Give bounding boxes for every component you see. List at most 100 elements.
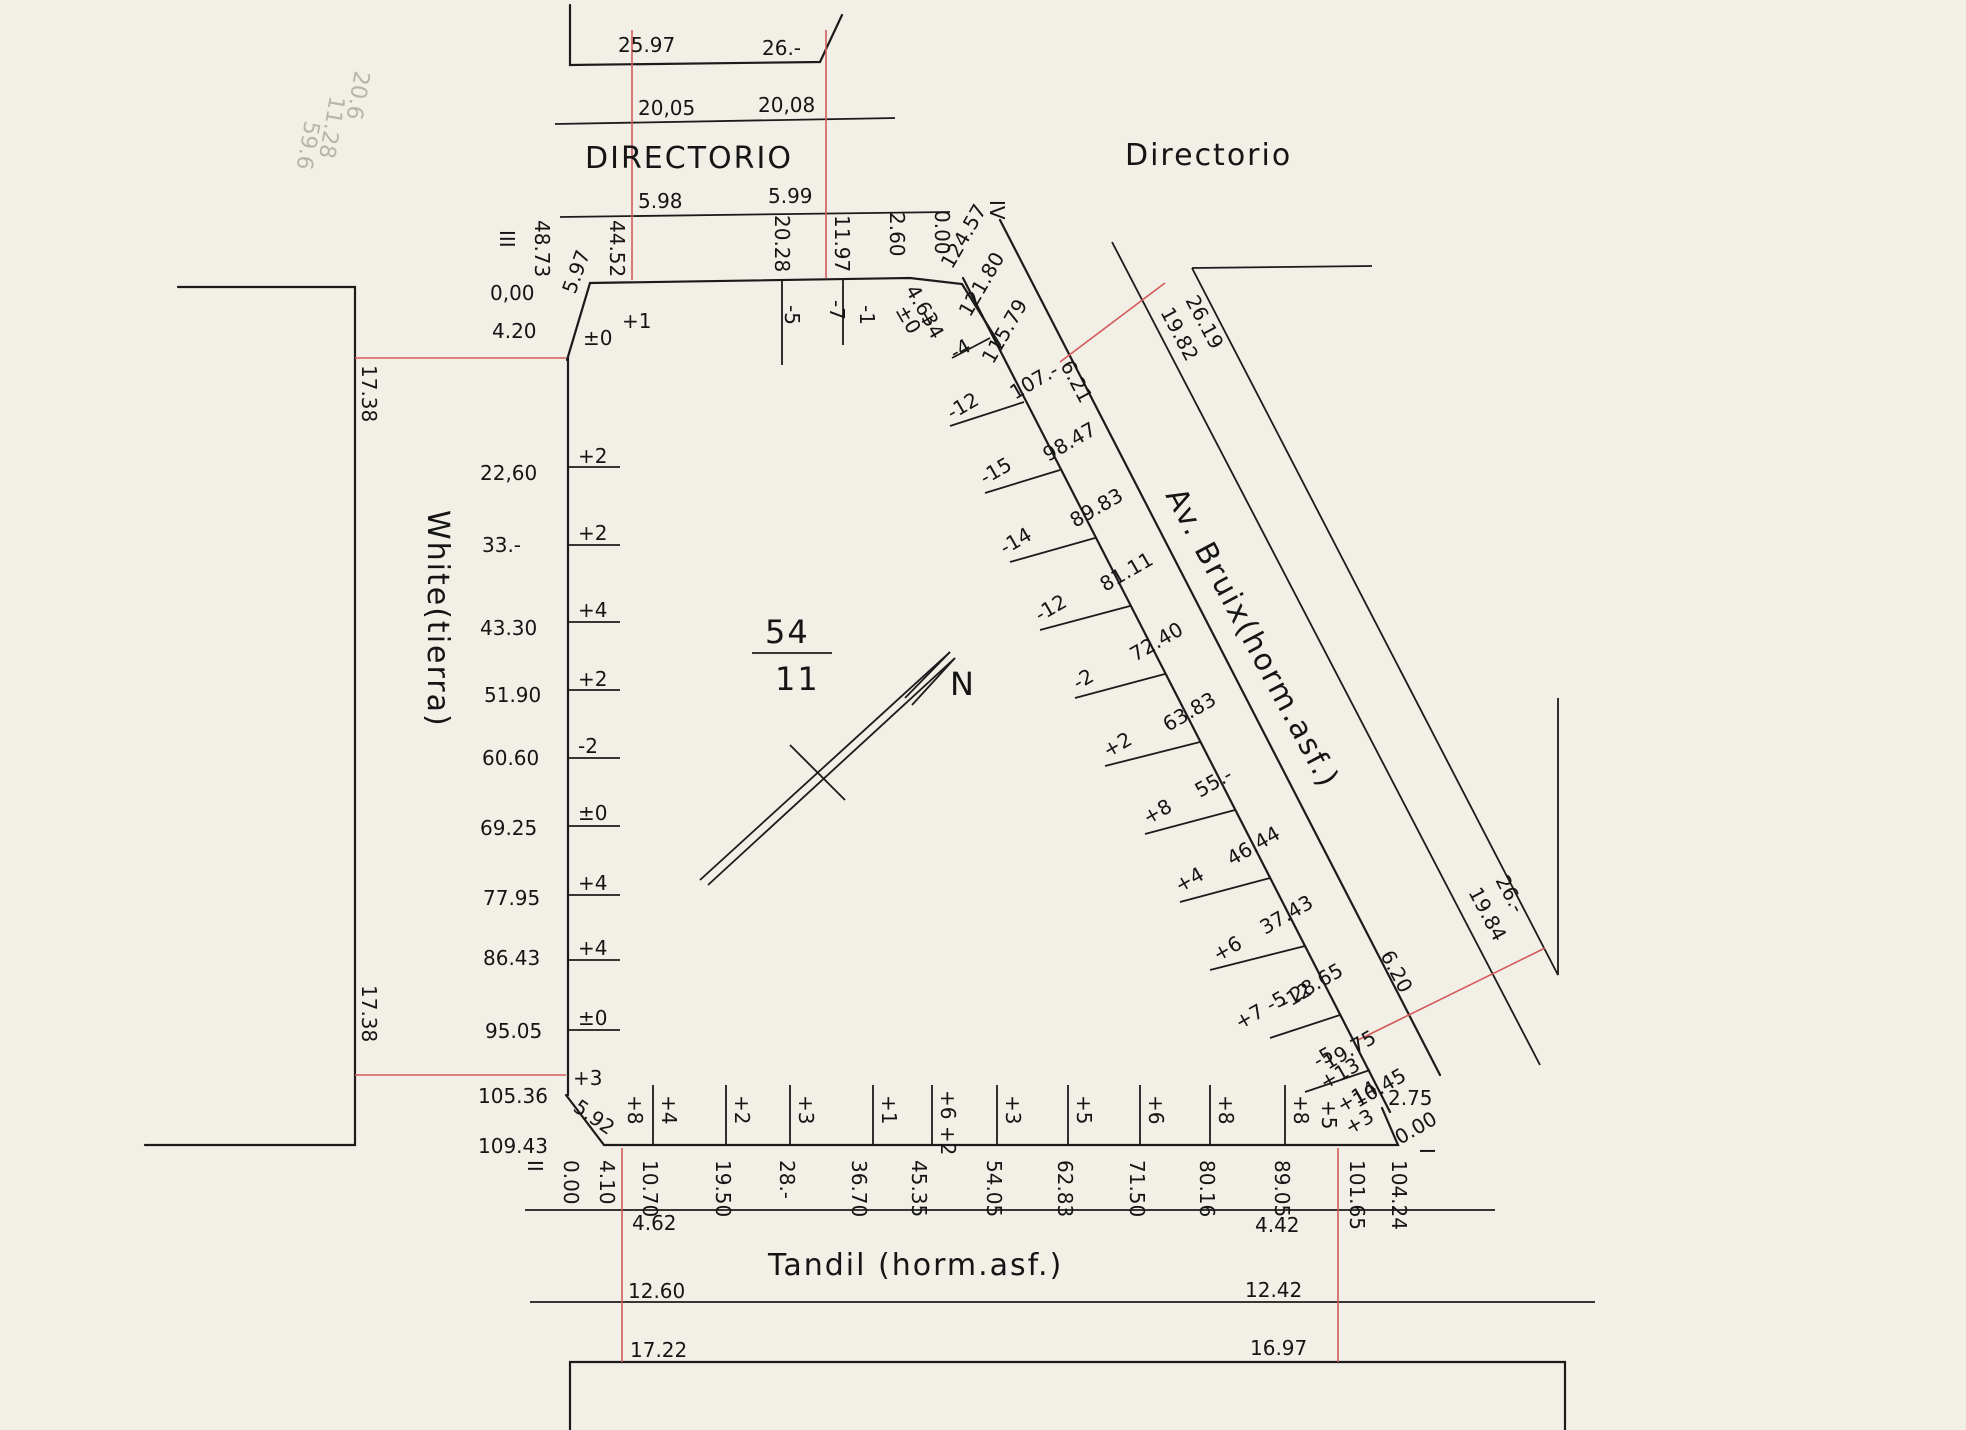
top-edge-11: 11.97	[830, 215, 854, 272]
diag-station-level: -12	[943, 387, 983, 424]
street-label-top-left: DIRECTORIO	[585, 141, 793, 176]
corner-label-ii: II	[523, 1160, 547, 1172]
diag-station-dist: 89.83	[1066, 483, 1128, 532]
diag-red-line-bottom	[1357, 947, 1546, 1041]
north-arrow-icon	[699, 651, 956, 886]
left-station-level: +4	[578, 871, 607, 895]
block-bottom-edge	[564, 1093, 1400, 1147]
left-station-level: +3	[573, 1066, 602, 1090]
diag-station-level: -12	[1031, 589, 1071, 626]
top-block-r1-left: 25.97	[618, 33, 675, 57]
diag-station-level: +2	[1099, 727, 1137, 763]
bottom-station-dist: 62.83	[1053, 1160, 1077, 1217]
top-block-r1-right: 26.-	[762, 36, 801, 60]
bottom-station-dist: 89.05	[1270, 1160, 1294, 1217]
bottom-station-dist: 54.05	[982, 1160, 1006, 1217]
left-station-dist: 51.90	[484, 683, 541, 707]
bottom-station-dist: 10.70	[638, 1160, 662, 1217]
bottom-station-level: +5	[1072, 1095, 1096, 1124]
left-station-level: ±0	[578, 1006, 607, 1030]
diag-station-dist: 98.47	[1039, 417, 1101, 466]
bottom-block-r2-left: 12.60	[628, 1279, 685, 1303]
left-station-dist: 95.05	[485, 1019, 542, 1043]
left-station-level: +2	[578, 444, 607, 468]
bottom-block-r1-left: 4.62	[632, 1211, 677, 1235]
bottom-station-distances: 0.00 4.10 10.70 19.50 28.- 36.70 45.35 5…	[559, 1160, 1411, 1230]
top-edge-off-m7: -7	[825, 300, 849, 320]
diagonal-far-block	[1191, 265, 1559, 976]
top-block-r3-right: 5.99	[768, 184, 813, 208]
diag-red-line-top	[1059, 282, 1166, 363]
left-frontage-top: 17.38	[357, 365, 381, 422]
top-edge-48: 48.73	[530, 220, 554, 277]
bottom-block-r3-left: 17.22	[630, 1338, 687, 1362]
left-station-level: +4	[578, 598, 607, 622]
bottom-station-level: +8	[1214, 1095, 1238, 1124]
diag-station-dist: 37.43	[1256, 890, 1318, 939]
street-label-bottom: Tandil (horm.asf.)	[767, 1248, 1063, 1283]
bottom-station-dist: 4.10	[595, 1160, 619, 1205]
left-station-dist: 33.-	[482, 533, 521, 557]
block-diagonal-edge	[961, 276, 1392, 1114]
diagonal-station-ticks	[949, 337, 1371, 1093]
left-end-dist: 109.43	[478, 1134, 548, 1158]
bottom-station-level: +4	[657, 1095, 681, 1124]
left-station-dist: 86.43	[483, 946, 540, 970]
bottom-station-level: +1	[877, 1095, 901, 1124]
left-station-level: ±0	[578, 801, 607, 825]
top-edge-2: 2.60	[885, 212, 909, 257]
street-label-top-right: Directorio	[1125, 138, 1292, 173]
left-station-dist: 105.36	[478, 1084, 548, 1108]
left-frontage-bottom: 17.38	[357, 985, 381, 1042]
diag-station-level: -2	[1069, 664, 1098, 695]
diagonal-curb-line	[998, 218, 1442, 1077]
top-edge-0: 0.00	[930, 210, 954, 255]
top-edge-44: 44.52	[605, 220, 629, 277]
bottom-station-level: +5	[1317, 1100, 1341, 1129]
top-edge-off-m1: -1	[855, 305, 879, 325]
left-station-level: -2	[578, 734, 598, 758]
top-edge-20: 20.28	[770, 215, 794, 272]
left-corner-d0: 0,00	[490, 281, 535, 305]
left-station-dist: 43.30	[480, 616, 537, 640]
left-station-ticks	[568, 466, 620, 1031]
diag-width-bottom: 6.20	[1376, 946, 1418, 997]
bottom-station-dist: 28.-	[775, 1160, 799, 1199]
bottom-station-dist: 71.50	[1125, 1160, 1149, 1217]
corner-iii-c: ±0	[583, 326, 612, 350]
bottom-block-r1-right: 4.42	[1255, 1213, 1300, 1237]
diag-station-level: +4	[1171, 862, 1209, 898]
diag-station-level: -14	[996, 522, 1036, 559]
diag-station-level: +8	[1139, 794, 1177, 830]
bottom-station-level: +2	[730, 1095, 754, 1124]
left-block-outline	[143, 285, 357, 1147]
bottom-station-level: +6	[1144, 1095, 1168, 1124]
top-block-r2-left: 20,05	[638, 96, 695, 120]
diag-station-dist: 46.44	[1223, 821, 1285, 870]
bottom-station-dist: 0.00	[559, 1160, 583, 1205]
corner-label-i: I	[1415, 1148, 1439, 1154]
bottom-corner-b: 0.00	[1391, 1106, 1442, 1149]
street-label-left: White(tierra)	[420, 510, 455, 728]
top-block-outline	[568, 3, 844, 67]
bottom-block-r3-right: 16.97	[1250, 1336, 1307, 1360]
left-station-dist: 60.60	[482, 746, 539, 770]
bottom-corner-a: 2.75	[1388, 1086, 1433, 1110]
block-number-denominator: 11	[775, 660, 820, 698]
bottom-station-dist: 104.24	[1387, 1160, 1411, 1230]
corner-label-iv: IV	[985, 200, 1009, 220]
bottom-station-levels: +8 +4 +2 +3 +1 +6 +2 +3 +5 +6 +8 +8 +5	[623, 1090, 1341, 1155]
faint-note: 59.6	[291, 119, 324, 172]
left-station-level: +2	[578, 667, 607, 691]
corner-iii-b: +1	[622, 309, 651, 333]
top-street-line-upper	[554, 117, 896, 125]
bottom-station-dist: 45.35	[907, 1160, 931, 1217]
bottom-station-dist: 19.50	[711, 1160, 735, 1217]
top-edge-off-m5: -5	[780, 305, 804, 325]
diag-station-level: +6	[1209, 931, 1247, 967]
bottom-station-dist: 101.65	[1345, 1160, 1369, 1230]
top-street-line-lower	[559, 211, 951, 218]
diag-station-level: -15	[976, 452, 1016, 489]
